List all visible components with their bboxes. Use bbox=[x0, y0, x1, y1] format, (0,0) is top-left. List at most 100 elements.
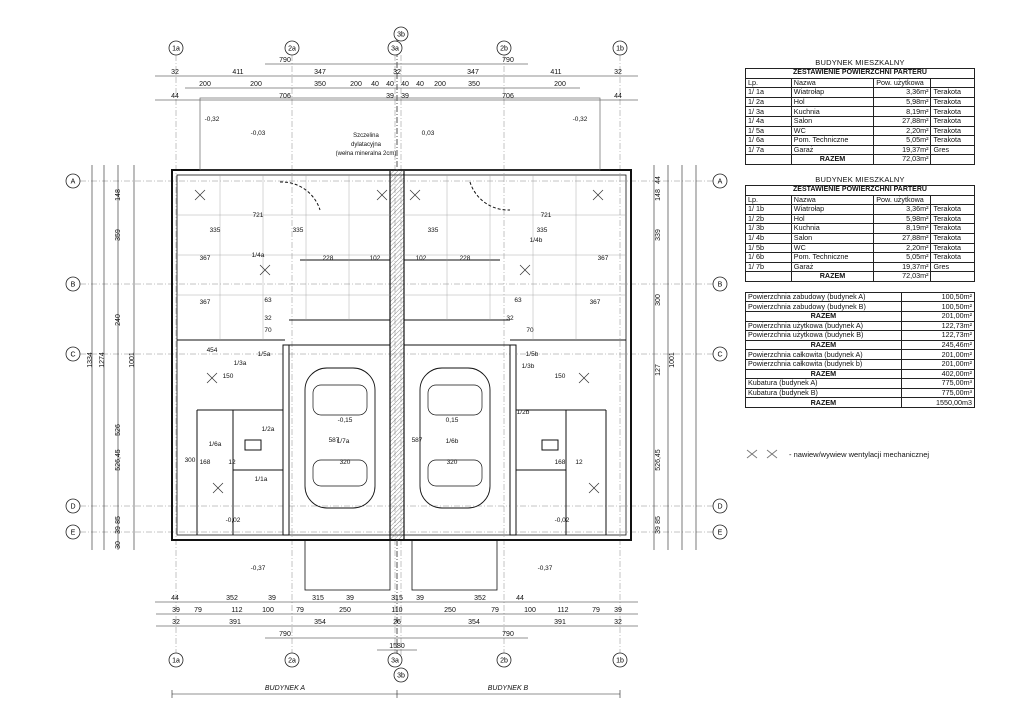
table2-total-label: RAZEM bbox=[790, 271, 875, 282]
axis-top-3b: 3b bbox=[397, 32, 405, 39]
dimension-label: 1274 bbox=[99, 352, 106, 368]
axis-right-E: E bbox=[718, 530, 723, 537]
summary-label: Powierzchnia zabudowy (budynek B) bbox=[745, 301, 902, 313]
dimension-label: 526 bbox=[115, 424, 122, 436]
table-cell: Terakota bbox=[930, 204, 975, 215]
dimension-label: 367 bbox=[590, 299, 601, 306]
table-cell: 5,98m² bbox=[873, 213, 932, 225]
dimension-label: 391 bbox=[554, 619, 566, 626]
level-mark: -0,32 bbox=[573, 116, 588, 123]
dimension-label: 354 bbox=[314, 619, 326, 626]
table-cell: Salon bbox=[790, 232, 875, 244]
dimension-label: 44 bbox=[171, 93, 179, 100]
dimension-label: 200 bbox=[350, 81, 362, 88]
room-number: 1/7a bbox=[337, 438, 350, 445]
dimension-label: 1580 bbox=[389, 643, 405, 650]
table-cell: Terakota bbox=[930, 252, 975, 263]
dimension-label: 335 bbox=[293, 227, 304, 234]
axis-top-2a: 2a bbox=[288, 46, 296, 53]
ventilation-x-icon bbox=[746, 449, 778, 459]
dimension-label: 30 bbox=[115, 541, 122, 549]
table-cell: 8,19m² bbox=[873, 106, 932, 117]
table-cell: 1/ 2a bbox=[745, 96, 792, 108]
dimension-label: 39 bbox=[346, 595, 354, 602]
axis-left-D: D bbox=[70, 504, 75, 511]
dimension-label: 26 bbox=[393, 619, 401, 626]
room-number: 1/2a bbox=[262, 426, 275, 433]
table1-col-lp: Lp. bbox=[745, 77, 792, 89]
level-mark: -0,02 bbox=[555, 517, 570, 524]
building-b-caption: BUDYNEK B bbox=[488, 685, 529, 692]
dimension-label: 40 bbox=[371, 81, 379, 88]
ventilation-x-icon bbox=[409, 189, 421, 201]
table1-title: BUDYNEK MIESZKALNY bbox=[815, 58, 905, 67]
dimension-label: 44 bbox=[655, 176, 662, 184]
dimension-label: 44 bbox=[614, 93, 622, 100]
level-mark: 0,03 bbox=[422, 130, 435, 137]
dimension-label: 320 bbox=[340, 459, 351, 466]
axis-right-B: B bbox=[718, 282, 723, 289]
axis-right-D: D bbox=[717, 504, 722, 511]
dimension-label: 367 bbox=[598, 255, 609, 262]
dimension-label: 790 bbox=[502, 57, 514, 64]
dimension-label: 347 bbox=[314, 69, 326, 76]
table-cell: 5,98m² bbox=[873, 96, 932, 108]
dimension-label: 150 bbox=[555, 373, 566, 380]
table1-subtitle: ZESTAWIENIE POWIERZCHNI PARTERU bbox=[745, 68, 975, 79]
dimension-label: 200 bbox=[250, 81, 262, 88]
table-cell: Hol bbox=[790, 213, 875, 225]
table-cell: Garaż bbox=[790, 261, 875, 273]
dimension-label: 1001 bbox=[669, 352, 676, 368]
summary-value: 201,00m² bbox=[900, 359, 976, 370]
area-tables: BUDYNEK MIESZKALNY ZESTAWIENIE POWIERZCH… bbox=[745, 56, 976, 408]
table-cell: 1/ 6a bbox=[745, 135, 792, 146]
dimension-label: 1001 bbox=[129, 352, 136, 368]
table2-subtitle: ZESTAWIENIE POWIERZCHNI PARTERU bbox=[745, 184, 975, 196]
table1-header-row: Lp. Nazwa Pow. użytkowa bbox=[745, 77, 975, 89]
dimension-label: 367 bbox=[200, 255, 211, 262]
table-row: Powierzchnia zabudowy (budynek B)100,50m… bbox=[745, 301, 976, 313]
dimension-label: 63 bbox=[514, 297, 522, 304]
dimension-label: 79 bbox=[491, 607, 499, 614]
legend: - nawiew/wywiew wentylacji mechanicznej bbox=[745, 448, 929, 460]
ventilation-x-icon bbox=[519, 264, 531, 276]
dimension-label: 300 bbox=[655, 294, 662, 306]
dimension-label: 350 bbox=[314, 81, 326, 88]
table2-col-name: Nazwa bbox=[790, 194, 875, 206]
summary-label: Kubatura (budynek A) bbox=[745, 378, 902, 389]
table-cell: Wiatrołap bbox=[790, 87, 875, 98]
dimension-label: 315 bbox=[391, 595, 403, 602]
table-cell: 19,37m² bbox=[873, 144, 932, 156]
dimension-label: 12 bbox=[228, 459, 236, 466]
table1-col-area: Pow. użytkowa bbox=[873, 77, 932, 89]
table-cell: 3,36m² bbox=[873, 87, 932, 98]
dimension-label: 32 bbox=[614, 619, 622, 626]
summary-value: 122,73m² bbox=[900, 330, 976, 341]
axis-top-3a: 3a bbox=[391, 46, 399, 53]
dimension-label: 148 bbox=[115, 189, 122, 201]
dimension-label: 706 bbox=[502, 93, 514, 100]
summary-label: Powierzchnia użytkowa (budynek B) bbox=[745, 330, 902, 341]
table-cell: WC bbox=[790, 242, 875, 254]
dimension-label: 240 bbox=[115, 314, 122, 326]
table-cell: Kuchnia bbox=[790, 106, 875, 117]
dimension-label: 250 bbox=[339, 607, 351, 614]
table1-total-label: RAZEM bbox=[790, 154, 875, 165]
summary-value: 775,00m³ bbox=[900, 378, 976, 389]
dimension-label: 790 bbox=[279, 631, 291, 638]
summary-label: Kubatura (budynek B) bbox=[745, 387, 902, 399]
table-cell: WC bbox=[790, 125, 875, 137]
table2-total-value: 72,03m² bbox=[873, 271, 932, 282]
dimension-label: 39 bbox=[172, 607, 180, 614]
table-cell: Kuchnia bbox=[790, 223, 875, 234]
dimension-label: 12 bbox=[575, 459, 583, 466]
table-cell: Hol bbox=[790, 96, 875, 108]
table2-total-row: RAZEM 72,03m² bbox=[745, 271, 975, 282]
summary-label: RAZEM bbox=[745, 368, 902, 380]
dimension-label: 102 bbox=[370, 255, 381, 262]
dimension-label: 44 bbox=[171, 595, 179, 602]
